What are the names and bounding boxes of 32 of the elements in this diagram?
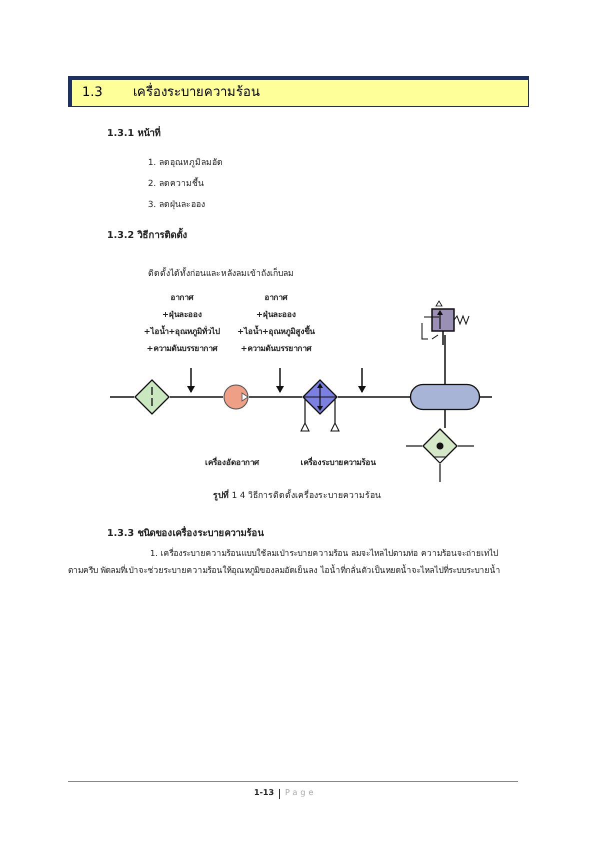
paragraph: 1. เครื่องระบายความร้อนแบบใช้ลมเป่าระบายความร้อน ลมจะไหลไปตามท่อ ความร้อนจะถ่ายเทไปตามครีบ พัดลมที่เป่าจะช่วยระบายความร้อนให้อุณหภูมิของลมอัดเย็นลง ไอน้ำที่กลั่นตัวเป็นหยดน้ำจะไหลไปที่ระบบระบายน้ำ [68,546,502,578]
air-content-text: +ฝุ่นละออง [256,309,296,321]
air-content-text: +ไอน้ำ+อุณหภูมิสูงขึ้น [237,325,315,338]
footer-text: Page [285,788,316,797]
figure-caption: รูปที่ 1 4 วิธีการติดตั้งเครื่องระบายความร้อน [213,488,381,502]
circle-symbol [223,384,249,410]
pipe-line [249,396,302,398]
pipe-line [444,335,446,384]
section-heading: 1.3.1 หน้าที่ [107,125,160,140]
pipe-line [170,396,223,398]
air-content-text: +ไอน้ำ+อุณหภูมิทั่วไป [144,325,220,338]
symbol-label: เครื่องระบายความร้อน [300,456,376,469]
tank-symbol [410,384,480,410]
air-content-text: +ความดันบรรยากาศ [146,343,218,355]
air-content-text: +ความดันบรรยากาศ [240,343,312,355]
heading-bar: 1.3 เครื่องระบายความร้อน [68,76,529,107]
list-item: 2. ลดความชื้น [148,176,204,190]
air-content-text: +ฝุ่นละออง [162,309,202,321]
pipe-line [444,410,446,428]
air-content-text: อากาศ [170,292,194,304]
symbol-label: เครื่องอัดอากาศ [205,456,259,469]
diamond-symbol [302,379,338,415]
diamond-symbol [134,379,170,415]
list-item: 3. ลดฝุ่นละออง [148,199,205,211]
pipe-line [338,396,410,398]
section-heading: 1.3.2 วิธีการติดตั้ง [107,227,188,242]
list-item: 1. ลดอุณหภูมิลมอัด [148,157,223,169]
note-text: ติดตั้งได้ทั้งก่อนและหลังลมเข้าถังเก็บลม [148,266,294,280]
air-content-text: อากาศ [264,292,288,304]
section-heading: 1.3.3 ชนิดของเครื่องระบายความร้อน [107,525,264,540]
diamond-symbol [422,428,458,464]
page-number: 1-13 [254,788,274,797]
